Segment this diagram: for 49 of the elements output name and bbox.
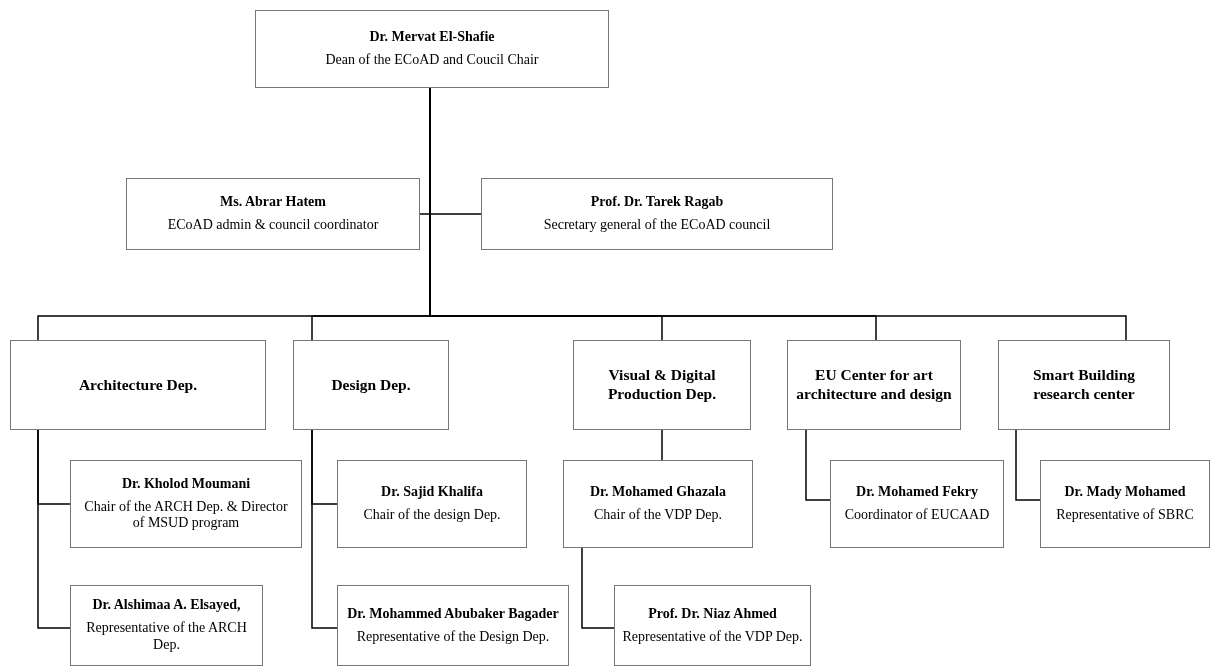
role-text: Representative of SBRC: [1056, 507, 1194, 524]
person-box: [830, 460, 1004, 548]
department-box: [998, 340, 1170, 430]
person-box: [563, 460, 753, 548]
role-text: Secretary general of the ECoAD council: [543, 217, 771, 234]
person-name: Ms. Abrar Hatem: [220, 194, 326, 211]
role-text: ECoAD admin & council coordinator: [167, 217, 379, 234]
person-box: [255, 10, 609, 88]
person-box: [337, 460, 527, 548]
person-name: Dr. Mohamed Ghazala: [590, 484, 726, 501]
role-text: Representative of the VDP Dep.: [622, 628, 803, 646]
department-name: Smart Building research center: [1031, 366, 1137, 404]
role-text: Chair of the VDP Dep.: [594, 507, 722, 524]
person-name: Dr. Alshimaa A. Elsayed,: [92, 597, 241, 615]
department-name: Architecture Dep.: [78, 375, 198, 395]
connector-line: [37, 429, 71, 629]
connector-line: [581, 547, 615, 629]
connector-line: [1015, 429, 1041, 501]
person-name: Prof. Dr. Tarek Ragab: [590, 194, 724, 211]
role-text: Representative of the Design Dep.: [356, 628, 550, 646]
department-name: Design Dep.: [331, 375, 411, 395]
connector-line: [805, 429, 831, 501]
person-box: [70, 460, 302, 548]
person-name: Dr. Sajid Khalifa: [381, 484, 483, 501]
person-box: [337, 585, 569, 666]
department-box: [10, 340, 266, 430]
department-box: [573, 340, 751, 430]
person-name: Prof. Dr. Niaz Ahmed: [648, 605, 777, 623]
person-box: [1040, 460, 1210, 548]
person-name: Dr. Mohamed Fekry: [856, 484, 978, 501]
role-text: Representative of the ARCH Dep.: [85, 620, 248, 654]
department-box: [293, 340, 449, 430]
department-box: [787, 340, 961, 430]
role-text: Dean of the ECoAD and Coucil Chair: [325, 52, 539, 69]
role-text: Coordinator of EUCAAD: [844, 507, 990, 524]
person-name: Dr. Kholod Moumani: [121, 475, 251, 493]
person-name: Dr. Mady Mohamed: [1064, 484, 1186, 501]
person-box: [126, 178, 420, 250]
department-name: EU Center for art architecture and design: [795, 366, 953, 404]
department-name: Visual & Digital Production Dep.: [606, 366, 718, 404]
person-box: [70, 585, 263, 666]
connector-line: [661, 429, 663, 461]
person-box: [481, 178, 833, 250]
role-text: Chair of the design Dep.: [363, 507, 501, 524]
person-name: Dr. Mohammed Abubaker Bagader: [347, 605, 559, 623]
connector-line: [311, 429, 338, 629]
person-box: [614, 585, 811, 666]
role-text: Chair of the ARCH Dep. & Director of MSUD program: [83, 498, 289, 533]
person-name: Dr. Mervat El-Shafie: [369, 29, 495, 46]
